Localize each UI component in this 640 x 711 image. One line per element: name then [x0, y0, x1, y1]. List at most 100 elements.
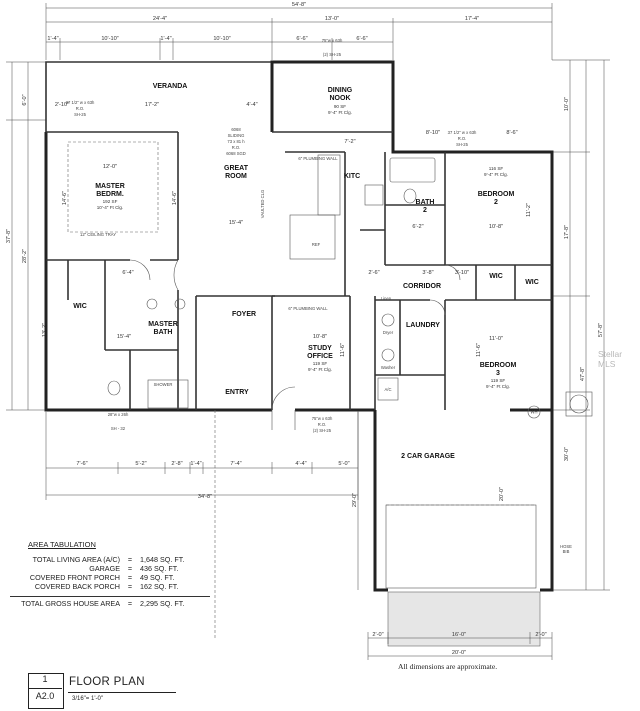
- note-hose-bib: HOSE: [560, 544, 572, 549]
- dimensions-footnote: All dimensions are approximate.: [398, 662, 498, 671]
- shower-stall: [147, 379, 189, 409]
- room-great: GREAT: [224, 165, 249, 172]
- dim-corr-a: 2'-6": [368, 270, 379, 276]
- area-total-label: TOTAL GROSS HOUSE AREA: [21, 599, 120, 608]
- dim-right-b: 8'-6": [506, 130, 517, 136]
- dim-bottom-d: 1'-4": [190, 461, 201, 467]
- note-plumbing-wall: 6" PLUMBING WALL: [298, 156, 338, 161]
- fixtures: WH: [67, 141, 593, 647]
- area-row-eq: =: [127, 582, 133, 591]
- dim-garage-side: 29'-0": [352, 493, 358, 507]
- note-hose-bib-2: BIB: [563, 549, 570, 554]
- dining-line1: DINING: [328, 87, 353, 94]
- ac-fan: [569, 394, 589, 414]
- ac-unit: [565, 391, 593, 417]
- area-row: COVERED BACK PORCH = 162 SQ. FT.: [10, 582, 210, 591]
- dim-right-total: 57'-8": [598, 323, 604, 337]
- note-linen: Linen: [381, 296, 392, 301]
- dim-study-h: 11'-6": [340, 343, 346, 357]
- room-bedroom2: BEDROOM: [478, 191, 515, 198]
- dim-bottom-b: 5'-2": [135, 461, 146, 467]
- sheet-id: A2.0: [35, 691, 55, 701]
- area-row-label: GARAGE: [89, 564, 120, 573]
- note-window-study: 75"w x 63h: [312, 416, 333, 421]
- note-ceiling-tray: 12" CEILING TRAY: [80, 232, 116, 237]
- garage-door-outline: [385, 504, 537, 589]
- dim-garage-right: 2'-0": [535, 632, 546, 638]
- watermark: Stellar MLS: [598, 349, 623, 369]
- kitchen-island: [289, 214, 336, 260]
- dim-left-b: 37'-8": [6, 229, 12, 243]
- room-garage: 2 CAR GARAGE: [401, 453, 455, 460]
- dim-study-w: 10'-8": [313, 334, 327, 340]
- note-slider-2: SLIDING: [228, 133, 245, 138]
- room-veranda: VERANDA: [153, 83, 188, 90]
- note-ac: A/C: [385, 387, 392, 392]
- dim-bed3-h: 11'-6": [476, 343, 482, 357]
- note-window-mb: 28"w x 26h: [108, 412, 129, 417]
- room-kitchen: KITC: [344, 173, 360, 180]
- dining-sf: 90 SF: [334, 104, 346, 109]
- toilet-master: [107, 380, 121, 396]
- area-row-label: COVERED FRONT PORCH: [29, 573, 120, 582]
- area-row: TOTAL LIVING AREA (A/C) = 1,648 SQ. FT.: [10, 555, 210, 564]
- title-underline: [68, 692, 176, 693]
- area-total-eq: =: [127, 599, 133, 608]
- wh-label: WH: [531, 410, 538, 415]
- dim-left-a: 6'-0": [22, 94, 28, 105]
- range: [364, 184, 384, 206]
- area-total-value: 2,295 SQ. FT.: [140, 599, 185, 608]
- door-swing-bed2: [444, 264, 461, 281]
- note-window-study-2: R.O.: [318, 422, 327, 427]
- dim-garage-total: 20'-0": [452, 650, 466, 656]
- dim-bottom-c: 2'-8": [171, 461, 182, 467]
- room-master-bath: MASTER: [148, 321, 178, 328]
- toilet-bath2: [403, 188, 417, 204]
- area-row: GARAGE = 436 SQ. FT.: [10, 564, 210, 573]
- wh-circle: [527, 405, 541, 419]
- area-row-eq: =: [127, 555, 133, 564]
- note-slider-5: 6068 SGD: [226, 151, 246, 156]
- dim-veranda-w1: 2'-10": [55, 102, 69, 108]
- dim-right-e: 47'-8": [580, 367, 586, 381]
- room-dining-nook-2: NOOK: [330, 95, 351, 102]
- water-heater: [377, 377, 399, 401]
- room-laundry: LAUNDRY: [406, 322, 440, 329]
- note-vaulted: VAULTED CLG: [260, 190, 265, 218]
- dim-bed2-w: 10'-8": [489, 224, 503, 230]
- plan-scale: 3/16"= 1'-0": [72, 696, 103, 702]
- dim-great-h: 14'-6": [172, 191, 178, 205]
- note-window-right-3: SH-25: [456, 142, 469, 147]
- room-corridor: CORRIDOR: [403, 283, 441, 290]
- bathtub-bath2: [389, 157, 436, 183]
- top-dimensions: 54'-8" 24'-4" 13'-0" 17'-4" 1'-4" 10'-10…: [45, 2, 553, 60]
- area-total-row: TOTAL GROSS HOUSE AREA = 2,295 SQ. FT.: [10, 596, 210, 608]
- room-entry: ENTRY: [225, 389, 249, 396]
- dim-right-a: 8'-10": [426, 130, 440, 136]
- dim-row2-c: 1'-4": [160, 36, 171, 42]
- dim-bath2-w: 6'-2": [412, 224, 423, 230]
- area-row-eq: =: [127, 573, 133, 582]
- room-bedroom2-2: 2: [494, 199, 498, 206]
- dim-top-seg2: 13'-0": [325, 16, 339, 22]
- sink-1: [146, 298, 158, 310]
- dining-clg: 9'-4" Ft Clg.: [328, 110, 352, 115]
- room-master-bedrm: MASTER: [95, 183, 125, 190]
- bedroom2-sf: 116 SF: [489, 166, 504, 171]
- ceiling-tray-outline: [67, 141, 159, 233]
- room-dining-nook: DINING: [328, 87, 353, 94]
- room-labels: VERANDA DINING NOOK 90 SF 9'-4" Ft Clg. …: [73, 83, 539, 460]
- area-tabulation-heading: AREA TABULATION: [28, 540, 96, 549]
- area-row-eq: =: [127, 564, 133, 573]
- note-slider-3: 73 x 81 h: [227, 139, 245, 144]
- dim-bottom-total: 34'-8": [198, 494, 212, 500]
- room-wic-right-a: WIC: [489, 273, 503, 280]
- dim-veranda-w2: 17'-2": [145, 102, 159, 108]
- dim-bottom-f: 4'-4": [295, 461, 306, 467]
- note-window-veranda: 37 1/2" w x 63h: [66, 100, 95, 105]
- interior-walls: [46, 131, 552, 410]
- note-window-right-2: R.O.: [458, 136, 467, 141]
- dim-row2-b: 10'-10": [101, 36, 118, 42]
- note-window-dining: 75"w x 63h: [322, 38, 343, 43]
- room-study: STUDY: [308, 345, 332, 352]
